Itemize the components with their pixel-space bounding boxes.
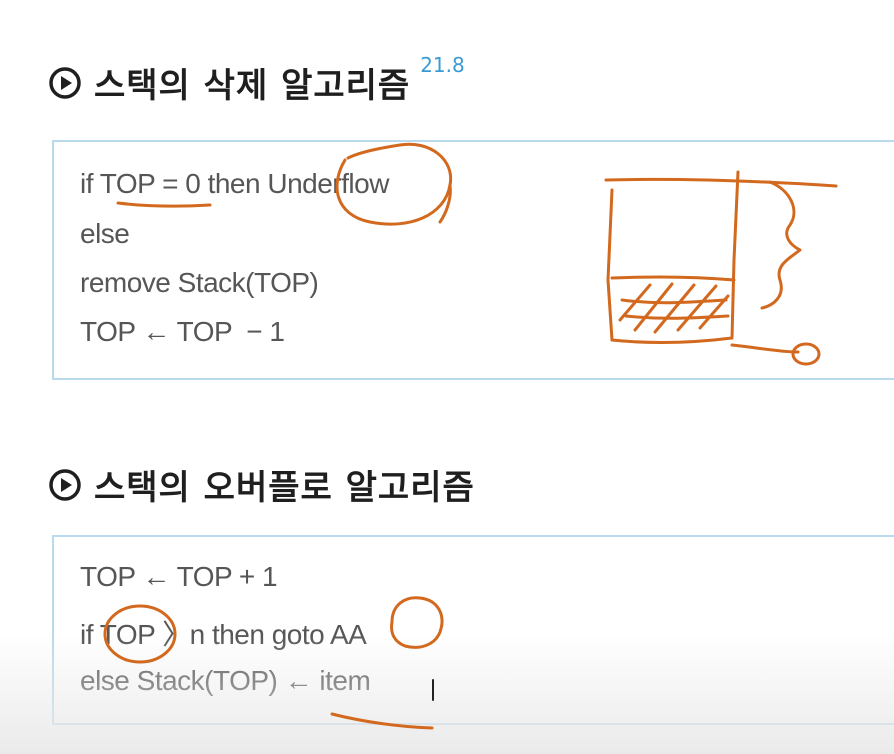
heading-title: 스택의 삭제 알고리즘	[94, 66, 411, 106]
code-line: if TOP 〉n then goto AA	[80, 619, 367, 650]
code-line: else	[80, 218, 130, 249]
heading-title: 스택의 오버플로 알고리즘	[94, 468, 475, 508]
code-line: else Stack(TOP) ← item	[80, 665, 371, 696]
code-box-overflow: TOP ← TOP + 1 if TOP 〉n then goto AA els…	[52, 535, 894, 725]
code-line: if TOP = 0 then Underflow	[80, 168, 389, 199]
section-heading-overflow: 스택의 오버플로 알고리즘	[48, 460, 475, 509]
heading-superscript: 21.8	[420, 52, 465, 77]
section-heading-delete: 스택의 삭제 알고리즘 21.8	[48, 53, 465, 107]
play-circle-icon	[49, 66, 81, 99]
code-box-delete: if TOP = 0 then Underflow else remove St…	[52, 140, 894, 380]
code-line: remove Stack(TOP)	[80, 267, 319, 298]
play-circle-icon	[49, 468, 81, 501]
code-line: TOP ← TOP + 1	[80, 561, 278, 592]
code-line: TOP ← TOP − 1	[80, 316, 285, 347]
